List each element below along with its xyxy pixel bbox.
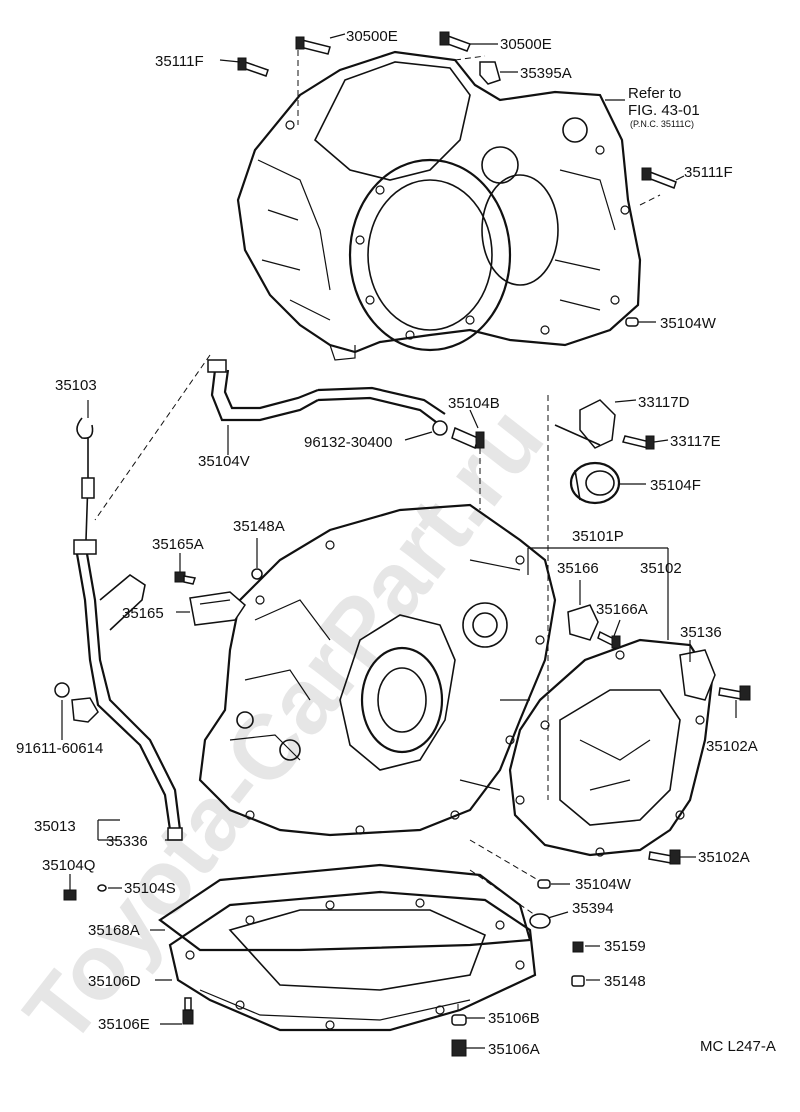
bracket-33117D xyxy=(554,399,616,449)
label-35111F-right: 35111F xyxy=(684,164,733,181)
bolt-35165A xyxy=(174,571,196,585)
breather-plug xyxy=(451,426,485,450)
label-35336: 35336 xyxy=(106,833,148,850)
bolt-35166A xyxy=(597,630,621,649)
breather-hose-35104V xyxy=(207,359,319,422)
dipstick-tube-35013 xyxy=(73,539,183,841)
refer-line-1: Refer to xyxy=(628,85,681,102)
oil-pan-gasket-35168A xyxy=(158,863,532,952)
label-30500E-right: 30500E xyxy=(500,36,552,53)
bolt-35111F-right xyxy=(641,167,677,189)
label-33117D: 33117D xyxy=(638,394,690,411)
label-33117E: 33117E xyxy=(670,433,721,450)
label-35148: 35148 xyxy=(604,973,646,990)
label-35395A: 35395A xyxy=(520,65,572,82)
bolt-30500E-left xyxy=(295,36,331,55)
transaxle-side-cover-35102 xyxy=(508,638,716,857)
label-35106E: 35106E xyxy=(98,1016,150,1033)
label-35148A: 35148A xyxy=(233,518,285,535)
part-labels: 30500E 30500E 35111F 35395A Refer to FIG… xyxy=(16,28,776,1058)
label-35165: 35165 xyxy=(122,605,164,622)
label-35106B: 35106B xyxy=(488,1010,540,1027)
label-35111F-left: 35111F xyxy=(155,53,204,70)
label-35166A: 35166A xyxy=(596,601,648,618)
label-35102A-lower: 35102A xyxy=(698,849,750,866)
bolt-33117E xyxy=(622,435,655,450)
label-30500E-left: 30500E xyxy=(346,28,398,45)
gasket-35106B xyxy=(451,1014,467,1026)
label-35106D: 35106D xyxy=(88,973,141,990)
label-35106A: 35106A xyxy=(488,1041,540,1058)
bolt-35148A xyxy=(251,568,263,580)
ring-35104S xyxy=(97,884,107,892)
oil-pan-35106D xyxy=(168,890,537,1032)
refer-line-3: (P.N.C. 35111C) xyxy=(630,119,694,129)
label-35102A-upper: 35102A xyxy=(706,738,758,755)
pin-35104W-upper xyxy=(625,317,639,327)
drawing-code: MC L247-A xyxy=(700,1038,776,1055)
washer-35159 xyxy=(572,941,584,953)
oil-seal-35104F xyxy=(569,461,621,505)
label-35136: 35136 xyxy=(680,624,722,641)
label-91611-60614: 91611-60614 xyxy=(16,740,103,757)
label-35104S: 35104S xyxy=(124,880,176,897)
dipstick-35103 xyxy=(76,417,95,541)
clip-35395A xyxy=(479,61,501,85)
bolt-30500E-right xyxy=(439,31,472,52)
gasket-35394 xyxy=(529,913,551,929)
label-35102: 35102 xyxy=(640,560,682,577)
label-35013: 35013 xyxy=(34,818,76,835)
hose-clip-96132 xyxy=(432,420,448,436)
label-35394: 35394 xyxy=(572,900,614,917)
label-35104V: 35104V xyxy=(198,453,250,470)
label-35104W-upper: 35104W xyxy=(660,315,717,332)
label-35166: 35166 xyxy=(557,560,599,577)
refer-line-2: FIG. 43-01 xyxy=(628,102,700,119)
bolt-35111F-left xyxy=(237,57,269,77)
bolt-35106E xyxy=(182,997,194,1025)
label-35104Q: 35104Q xyxy=(42,857,95,874)
drain-plug-35106A xyxy=(451,1039,467,1057)
label-35101P: 35101P xyxy=(572,528,624,545)
pin-35104W-lower xyxy=(537,879,551,889)
plate-35166 xyxy=(567,604,599,641)
label-35103: 35103 xyxy=(55,377,97,394)
transaxle-case xyxy=(198,503,557,837)
bolt-91611 xyxy=(54,682,99,723)
label-35104B: 35104B xyxy=(448,395,500,412)
plug-35148 xyxy=(571,975,585,987)
label-35165A: 35165A xyxy=(152,536,204,553)
transaxle-housing-upper xyxy=(236,50,642,361)
label-96132-30400: 96132-30400 xyxy=(304,434,392,451)
label-35159: 35159 xyxy=(604,938,646,955)
label-35104W-lower: 35104W xyxy=(575,876,632,893)
label-35168A: 35168A xyxy=(88,922,140,939)
bracket-35165 xyxy=(189,591,246,626)
label-35104F: 35104F xyxy=(650,477,701,494)
breather-hose-35104B xyxy=(317,386,446,426)
bolt-35102A-upper xyxy=(718,685,751,701)
bolt-35104Q xyxy=(63,889,77,901)
bolt-35102A-lower xyxy=(648,849,681,865)
